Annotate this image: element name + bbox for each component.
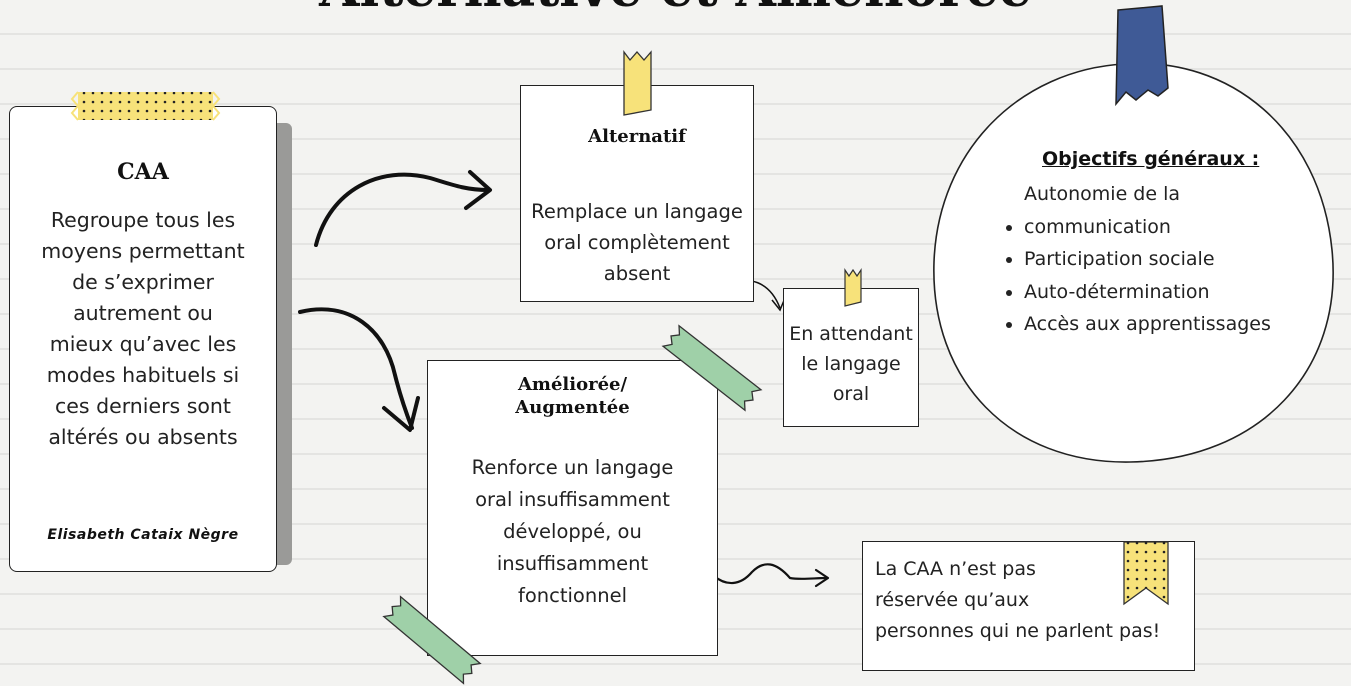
amelioree-line: fonctionnel <box>517 584 627 607</box>
objectives-list: Autonomie de la communication Participat… <box>990 178 1300 341</box>
caa-signature: Elisabeth Cataix Nègre <box>47 527 239 543</box>
amelioree-heading-line: Augmentée <box>515 397 630 418</box>
en-attendant-line: le langage <box>801 353 901 375</box>
objectives-heading: Objectifs généraux : <box>1042 148 1260 170</box>
alternatif-line: Remplace un langage <box>531 200 743 223</box>
amelioree-heading: Améliorée/ Augmentée <box>428 373 717 419</box>
en-attendant-line: En attendant <box>789 323 913 345</box>
amelioree-line: développé, ou <box>503 520 642 543</box>
en-attendant-card: En attendant le langage oral <box>783 288 919 427</box>
caa-line: autrement ou <box>73 301 213 325</box>
caa-line: moyens permettant <box>41 239 245 263</box>
note-text: La CAA n’est pas réservée qu’aux personn… <box>875 554 1160 647</box>
alternatif-text: Remplace un langage oral complètement ab… <box>525 196 749 289</box>
amelioree-line: insuffisamment <box>496 552 649 575</box>
page-title: Alternative et Améliorée <box>0 0 1351 19</box>
caa-line: altérés ou absents <box>48 425 238 449</box>
note-card: La CAA n’est pas réservée qu’aux personn… <box>862 541 1195 671</box>
note-line: réservée qu’aux <box>875 589 1030 611</box>
objective-item: Auto-détermination <box>1024 276 1300 309</box>
arrow-to-amelioree <box>298 307 414 430</box>
caa-card: CAA Regroupe tous les moyens permettant … <box>9 106 277 572</box>
objective-item: Autonomie de la communication <box>1024 178 1300 243</box>
amelioree-heading-line: Améliorée/ <box>517 374 628 395</box>
amelioree-line: Renforce un langage <box>471 456 674 479</box>
note-line: personnes qui ne parlent pas! <box>875 620 1161 642</box>
amelioree-card: Améliorée/ Augmentée Renforce un langage… <box>427 360 718 656</box>
alternatif-line: absent <box>603 262 671 285</box>
arrow-to-alternatif <box>314 172 490 247</box>
caa-line: ces derniers sont <box>55 394 231 418</box>
caa-line: modes habituels si <box>46 363 240 387</box>
caa-line: Regroupe tous les <box>50 208 236 232</box>
caa-line: mieux qu’avec les <box>49 332 237 356</box>
amelioree-text: Renforce un langage oral insuffisamment … <box>434 452 711 612</box>
objective-item: Accès aux apprentissages <box>1024 308 1300 341</box>
alternatif-line: oral complètement <box>544 231 730 254</box>
objectives-block: Objectifs généraux : Autonomie de la com… <box>990 148 1300 341</box>
caa-definition: Regroupe tous les moyens permettant de s… <box>20 205 266 453</box>
en-attendant-line: oral <box>832 383 870 405</box>
en-attendant-text: En attendant le langage oral <box>784 319 918 409</box>
caa-heading: CAA <box>117 159 169 185</box>
objective-item: Participation sociale <box>1024 243 1300 276</box>
alternatif-card: Alternatif Remplace un langage oral comp… <box>520 85 754 302</box>
note-line: La CAA n’est pas <box>875 558 1036 580</box>
caa-line: de s’exprimer <box>72 270 214 294</box>
tape-objectives <box>1115 5 1169 107</box>
amelioree-line: oral insuffisamment <box>475 488 670 511</box>
alternatif-heading: Alternatif <box>588 126 686 147</box>
